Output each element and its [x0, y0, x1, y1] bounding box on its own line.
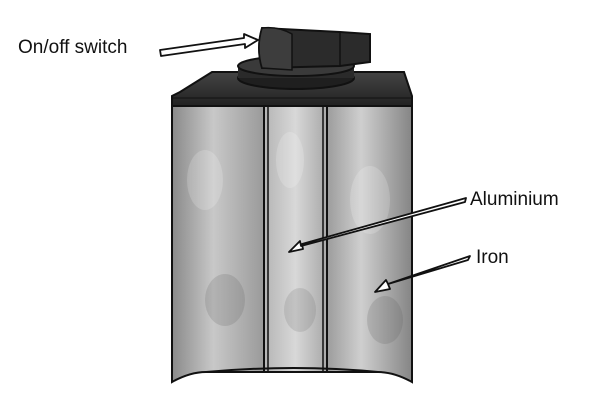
- label-iron: Iron: [476, 247, 509, 268]
- arrow-iron: [374, 255, 471, 293]
- label-on-off-switch: On/off switch: [18, 37, 128, 58]
- arrow-switch: [159, 33, 259, 57]
- metal-texture: [187, 132, 403, 344]
- base-body: [171, 103, 413, 384]
- label-aluminium: Aluminium: [470, 189, 559, 210]
- base-bottom-arc: [205, 367, 379, 373]
- iron-block-left: [171, 103, 265, 384]
- arrow-aluminium: [288, 197, 467, 253]
- switch-knob: [258, 26, 371, 71]
- iron-block-right: [326, 103, 413, 384]
